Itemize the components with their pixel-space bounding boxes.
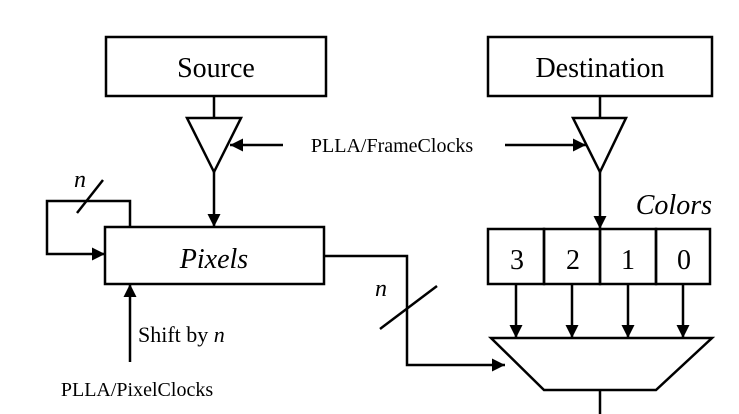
destination-label: Destination [535, 53, 664, 84]
frameclocks-label: PLLA/FrameClocks [311, 135, 473, 157]
feedback-loop-wire [45, 199, 132, 261]
feedback-bus-width-label: n [74, 167, 86, 193]
color-cell-1-value: 1 [621, 245, 635, 276]
shift-by-text: Shift by [138, 322, 214, 347]
shift-by-label: Shift by n [138, 322, 225, 347]
multiplexer [487, 336, 716, 392]
shift-by-var: n [214, 322, 225, 347]
feedback-bus-slash [76, 179, 104, 214]
output-bus-width-label: n [375, 276, 387, 302]
output-bus-slash [379, 285, 438, 330]
color-cell-0-value: 0 [677, 245, 691, 276]
pixels-label: Pixels [179, 244, 249, 275]
pixels-to-mux-wire [324, 254, 505, 372]
source-label: Source [177, 53, 255, 84]
pixelclocks-label: PLLA/PixelClocks [61, 379, 213, 401]
source-block [104, 35, 328, 98]
color-cell-3-value: 3 [510, 245, 524, 276]
color-cell-2-value: 2 [566, 245, 580, 276]
colors-label: Colors [636, 190, 712, 221]
